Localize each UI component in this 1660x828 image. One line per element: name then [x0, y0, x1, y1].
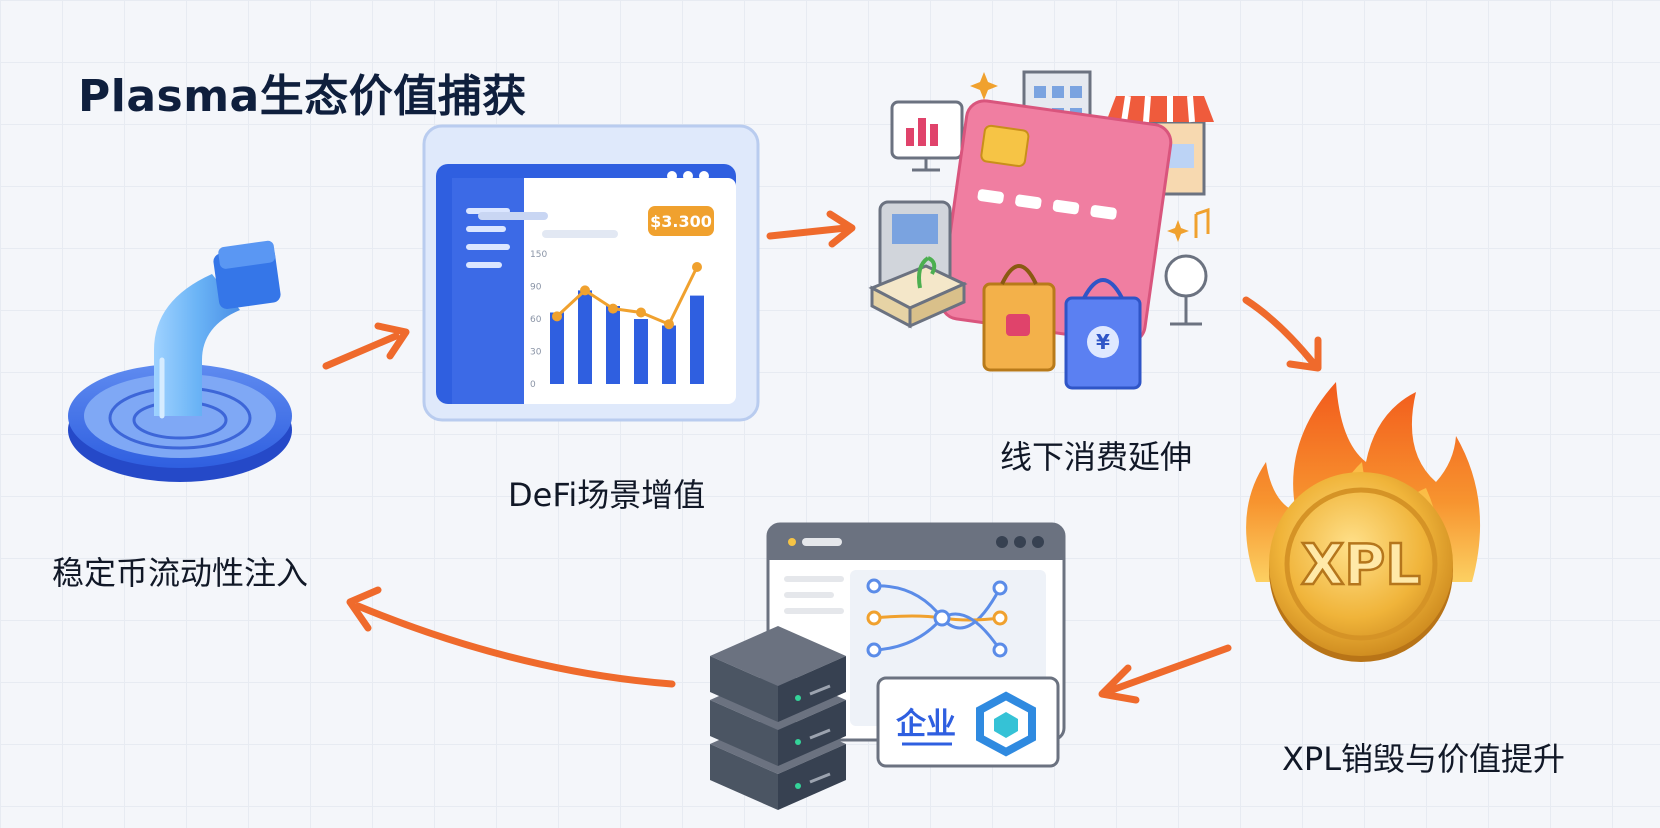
flow-arrow-icon — [1242, 296, 1322, 372]
flow-arrow-icon — [322, 322, 410, 370]
chart-point — [692, 262, 702, 272]
stage-label-liquidity: 稳定币流动性注入 — [52, 554, 309, 592]
chart-point — [664, 319, 674, 330]
y-tick-label: 0 — [530, 380, 536, 390]
chart-bar — [634, 319, 648, 384]
price-badge: $3.300 — [650, 212, 712, 231]
chart-point — [608, 303, 618, 314]
flow-arrow-icon — [766, 210, 856, 248]
chart-bar — [606, 306, 620, 384]
y-tick-label: 60 — [530, 315, 542, 325]
chart-point — [552, 311, 562, 322]
stage-label-burn: XPL销毁与价值提升 — [1282, 740, 1566, 778]
chart-bar — [550, 312, 564, 384]
svg-text:¥: ¥ — [1096, 330, 1110, 354]
y-tick-label: 150 — [530, 250, 547, 260]
enterprise-server-icon: 企业 — [710, 522, 1066, 810]
chart-bar — [662, 325, 676, 384]
chart-point — [636, 307, 646, 318]
flow-arrow-icon — [346, 586, 676, 688]
burning-coin-icon: XPL — [1246, 382, 1481, 662]
chart-bar — [578, 290, 592, 384]
liquidity-pipe-icon — [68, 240, 292, 482]
chart-point — [580, 285, 590, 296]
flow-arrow-icon — [1098, 644, 1232, 704]
stage-label-defi: DeFi场景增值 — [508, 476, 706, 514]
enterprise-tag: 企业 — [896, 707, 956, 742]
coin-label: XPL — [1301, 533, 1421, 598]
y-tick-label: 90 — [530, 283, 542, 293]
y-tick-label: 30 — [530, 348, 542, 358]
defi-dashboard-icon: $3.300 150 90 60 30 0 — [422, 124, 760, 422]
page-title: Plasma生态价值捕获 — [78, 71, 527, 122]
offline-payment-icon: ¥ — [868, 70, 1214, 390]
chart-bar — [690, 295, 704, 384]
stage-label-offline: 线下消费延伸 — [1000, 438, 1193, 476]
